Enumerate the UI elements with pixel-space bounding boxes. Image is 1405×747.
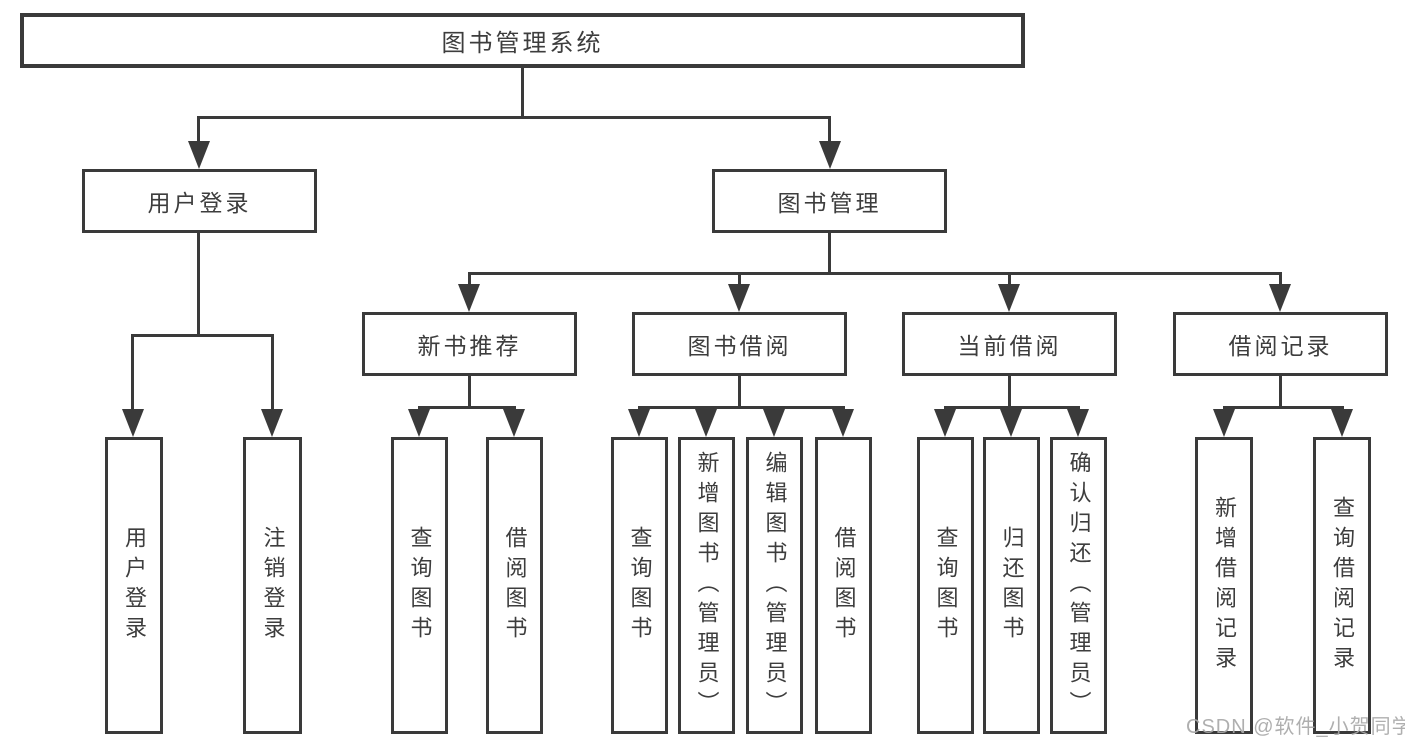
node-current-borrowing: 当前借阅 bbox=[902, 312, 1117, 376]
node-library-management-system: 图书管理系统 bbox=[20, 13, 1025, 68]
arrow-down-icon bbox=[763, 409, 785, 437]
arrow-down-icon bbox=[934, 409, 956, 437]
node-borrowing-records: 借阅记录 bbox=[1173, 312, 1388, 376]
connector-vline bbox=[828, 119, 831, 142]
arrow-down-icon bbox=[628, 409, 650, 437]
arrow-down-icon bbox=[819, 141, 841, 169]
connector-vline bbox=[828, 233, 831, 274]
connector-hline bbox=[131, 334, 274, 337]
leaf-label: 借阅图书 bbox=[831, 525, 857, 646]
node-label: 借阅记录 bbox=[1228, 333, 1333, 359]
connector-hline bbox=[468, 272, 1282, 275]
watermark: CSDN @软件_小贺同学 bbox=[1186, 716, 1405, 738]
arrow-down-icon bbox=[728, 284, 750, 312]
connector-vline bbox=[738, 376, 741, 409]
leaf-label: 新增图书（管理员） bbox=[694, 450, 720, 721]
arrow-down-icon bbox=[1000, 409, 1022, 437]
connector-vline bbox=[738, 275, 741, 285]
leaf-edit-book-admin: 编辑图书（管理员） bbox=[746, 437, 803, 734]
arrow-down-icon bbox=[261, 409, 283, 437]
leaf-query-books-borrowing: 查询图书 bbox=[611, 437, 668, 734]
connector-vline bbox=[197, 233, 200, 336]
arrow-down-icon bbox=[1269, 284, 1291, 312]
node-label: 用户登录 bbox=[147, 190, 252, 216]
leaf-return-books: 归还图书 bbox=[983, 437, 1040, 734]
connector-hline bbox=[418, 406, 516, 409]
leaf-label: 注销登录 bbox=[260, 525, 286, 646]
leaf-query-books-current: 查询图书 bbox=[917, 437, 974, 734]
leaf-label: 查询借阅记录 bbox=[1330, 495, 1355, 676]
leaf-logout: 注销登录 bbox=[243, 437, 302, 734]
connector-vline bbox=[1008, 275, 1011, 285]
node-new-book-recommend: 新书推荐 bbox=[362, 312, 577, 376]
connector-vline bbox=[1008, 376, 1011, 409]
node-book-borrowing: 图书借阅 bbox=[632, 312, 847, 376]
leaf-label: 查询图书 bbox=[407, 525, 433, 646]
node-label: 新书推荐 bbox=[417, 333, 522, 359]
arrow-down-icon bbox=[998, 284, 1020, 312]
arrow-down-icon bbox=[503, 409, 525, 437]
leaf-label: 借阅图书 bbox=[502, 525, 528, 646]
leaf-add-borrow-record: 新增借阅记录 bbox=[1195, 437, 1253, 734]
leaf-label: 编辑图书（管理员） bbox=[762, 450, 788, 721]
connector-vline bbox=[468, 376, 471, 409]
leaf-query-borrow-record: 查询借阅记录 bbox=[1313, 437, 1371, 734]
connector-hline bbox=[944, 406, 1080, 409]
leaf-query-books-recommend: 查询图书 bbox=[391, 437, 448, 734]
leaf-label: 用户登录 bbox=[122, 525, 147, 646]
connector-vline bbox=[468, 275, 471, 285]
connector-hline bbox=[1223, 406, 1344, 409]
leaf-add-book-admin: 新增图书（管理员） bbox=[678, 437, 735, 734]
arrow-down-icon bbox=[1067, 409, 1089, 437]
arrow-down-icon bbox=[695, 409, 717, 437]
node-label: 图书管理系统 bbox=[441, 30, 604, 57]
arrow-down-icon bbox=[188, 141, 210, 169]
connector-vline bbox=[131, 337, 134, 410]
node-book-management: 图书管理 bbox=[712, 169, 947, 233]
connector-vline bbox=[1279, 376, 1282, 409]
leaf-label: 归还图书 bbox=[999, 525, 1025, 646]
leaf-label: 确认归还（管理员） bbox=[1066, 450, 1092, 721]
node-user-login: 用户登录 bbox=[82, 169, 317, 233]
leaf-borrow-books-recommend: 借阅图书 bbox=[486, 437, 543, 734]
arrow-down-icon bbox=[832, 409, 854, 437]
node-label: 图书借阅 bbox=[687, 333, 792, 359]
leaf-confirm-return-admin: 确认归还（管理员） bbox=[1050, 437, 1107, 734]
leaf-label: 查询图书 bbox=[627, 525, 653, 646]
connector-hline bbox=[197, 116, 831, 119]
node-label: 图书管理 bbox=[777, 190, 882, 216]
connector-vline bbox=[271, 337, 274, 410]
node-label: 当前借阅 bbox=[957, 333, 1062, 359]
connector-vline bbox=[197, 119, 200, 142]
leaf-label: 新增借阅记录 bbox=[1212, 495, 1237, 676]
arrow-down-icon bbox=[408, 409, 430, 437]
connector-hline bbox=[638, 406, 845, 409]
arrow-down-icon bbox=[458, 284, 480, 312]
leaf-label: 查询图书 bbox=[933, 525, 959, 646]
connector-vline bbox=[1279, 275, 1282, 285]
leaf-user-login: 用户登录 bbox=[105, 437, 163, 734]
connector-vline bbox=[521, 68, 524, 119]
arrow-down-icon bbox=[1331, 409, 1353, 437]
arrow-down-icon bbox=[122, 409, 144, 437]
arrow-down-icon bbox=[1213, 409, 1235, 437]
leaf-borrow-books-borrowing: 借阅图书 bbox=[815, 437, 872, 734]
